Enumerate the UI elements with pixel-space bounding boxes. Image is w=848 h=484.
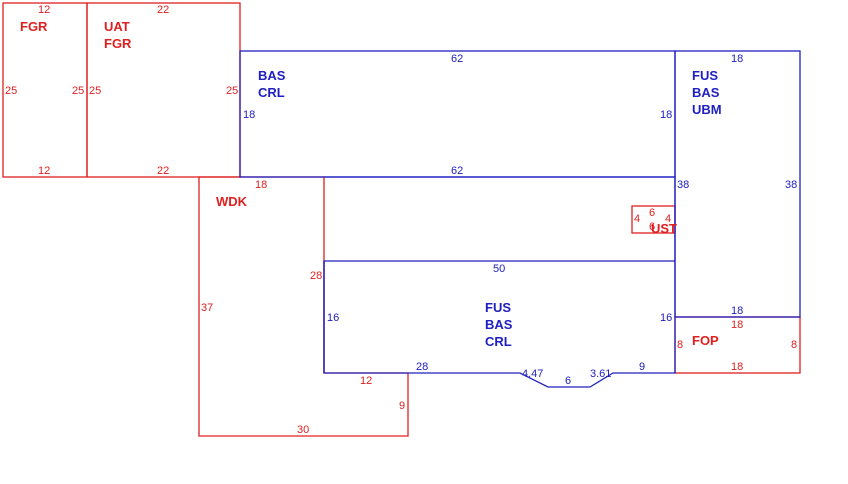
fgr-label: FGR [20,19,48,34]
dim-ubm-right: 38 [785,179,797,191]
dim-fop-bottom: 18 [731,361,743,373]
dim-bas-top: 62 [451,53,463,65]
fus-bas-crl-area-outline [323,176,676,388]
dim-fgr-top: 12 [38,4,50,16]
dim-uat-left: 25 [89,85,101,97]
dim-crl-bay-left: 4.47 [522,368,543,380]
wdk-area-outline [198,176,409,437]
dim-fgr-bottom: 12 [38,165,50,177]
fus-bas-ubm-label: FUS BAS UBM [692,68,723,117]
dim-wdk-right: 28 [310,270,322,282]
dim-uat-right: 25 [226,85,238,97]
dim-fgr-right: 25 [72,85,84,97]
fop-label: FOP [692,333,719,348]
fus-bas-crl-label: FUS BAS CRL [485,300,516,349]
dim-crl-bay-right: 3.61 [590,368,611,380]
dim-wdk-top: 18 [255,179,267,191]
dim-fop-left: 8 [677,339,683,351]
dim-uat-top: 22 [157,4,169,16]
dim-crl-right: 16 [660,312,672,324]
dim-ust-top: 6 [649,207,655,219]
dim-uat-bottom: 22 [157,165,169,177]
dim-crl-bottom-left: 28 [416,361,428,373]
uat-fgr-label: UAT FGR [104,19,133,51]
dim-crl-top: 50 [493,263,505,275]
dim-wdk-step-h: 12 [360,375,372,387]
dim-fop-right: 8 [791,339,797,351]
bas-crl-top-area-outline [239,50,676,178]
dim-crl-bay-mid: 6 [565,375,571,387]
dim-crl-bottom-right: 9 [639,361,645,373]
dim-fop-top: 18 [731,319,743,331]
bas-crl-top-label: BAS CRL [258,68,289,100]
dim-ust-left: 4 [634,213,640,225]
dim-wdk-bottom: 30 [297,424,309,436]
dim-ubm-left: 38 [677,179,689,191]
dim-fgr-left: 25 [5,85,17,97]
dim-wdk-left: 37 [201,302,213,314]
dim-ubm-top: 18 [731,53,743,65]
ust-label: UST [651,221,677,236]
dim-crl-left: 16 [327,312,339,324]
dim-ubm-bottom: 18 [731,305,743,317]
dim-wdk-step-v: 9 [399,400,405,412]
dim-bas-right: 18 [660,109,672,121]
wdk-label: WDK [216,194,248,209]
dim-ust-bottom: 6 [649,221,655,233]
dim-bas-bottom: 62 [451,165,463,177]
dim-bas-left: 18 [243,109,255,121]
dim-ust-right: 4 [665,213,671,225]
